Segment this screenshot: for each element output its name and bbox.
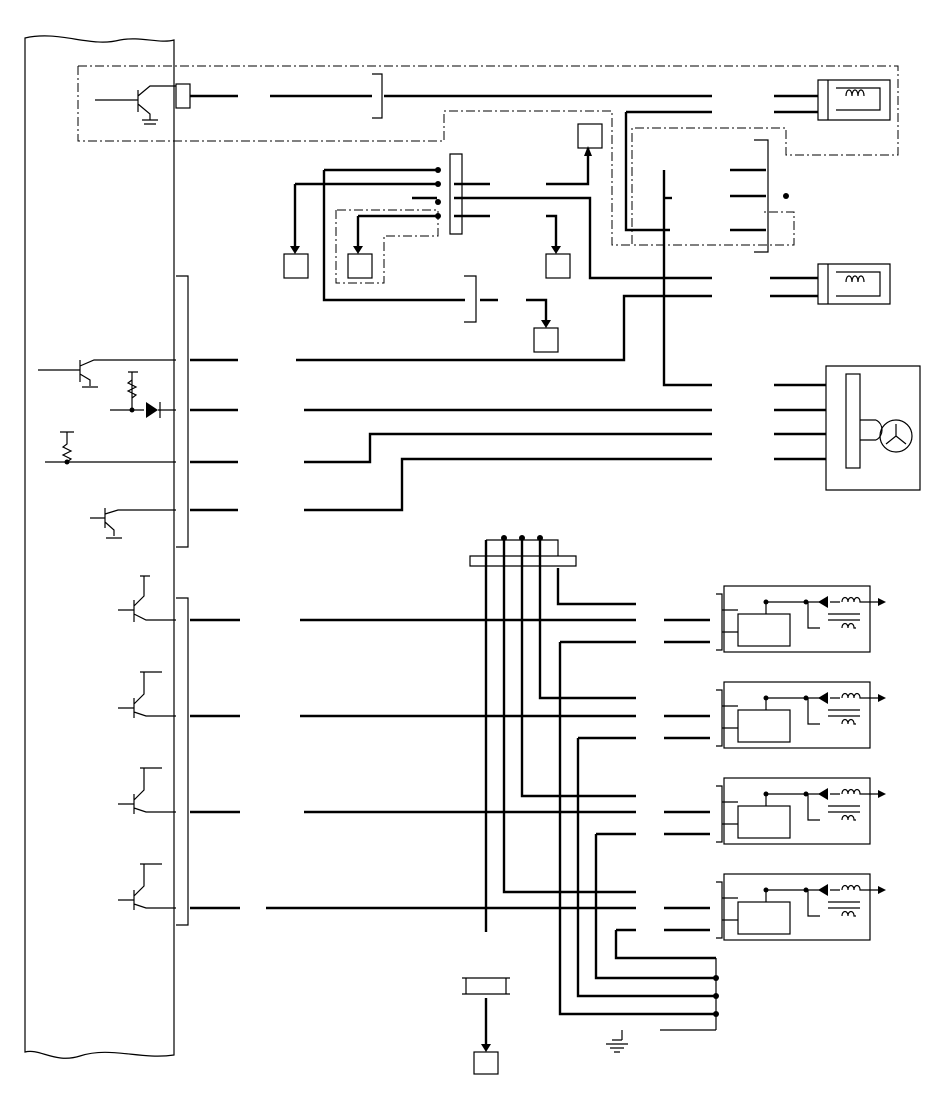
terminal-boxes <box>283 123 628 1075</box>
harness-wires <box>190 94 826 1046</box>
injector-driver-4 <box>722 873 886 941</box>
motor-unit <box>825 365 921 491</box>
junction-dots <box>435 167 789 1017</box>
ecu-internal-transistors <box>38 85 176 910</box>
control-unit-outline <box>24 35 175 1059</box>
injector-driver-2 <box>722 681 886 749</box>
relay-coils <box>817 79 891 305</box>
ecu-connectors <box>175 83 191 926</box>
shield-region-top <box>77 65 899 284</box>
injector-driver-3 <box>722 777 886 845</box>
inline-connectors <box>372 73 769 995</box>
injector-driver-1 <box>722 585 886 653</box>
